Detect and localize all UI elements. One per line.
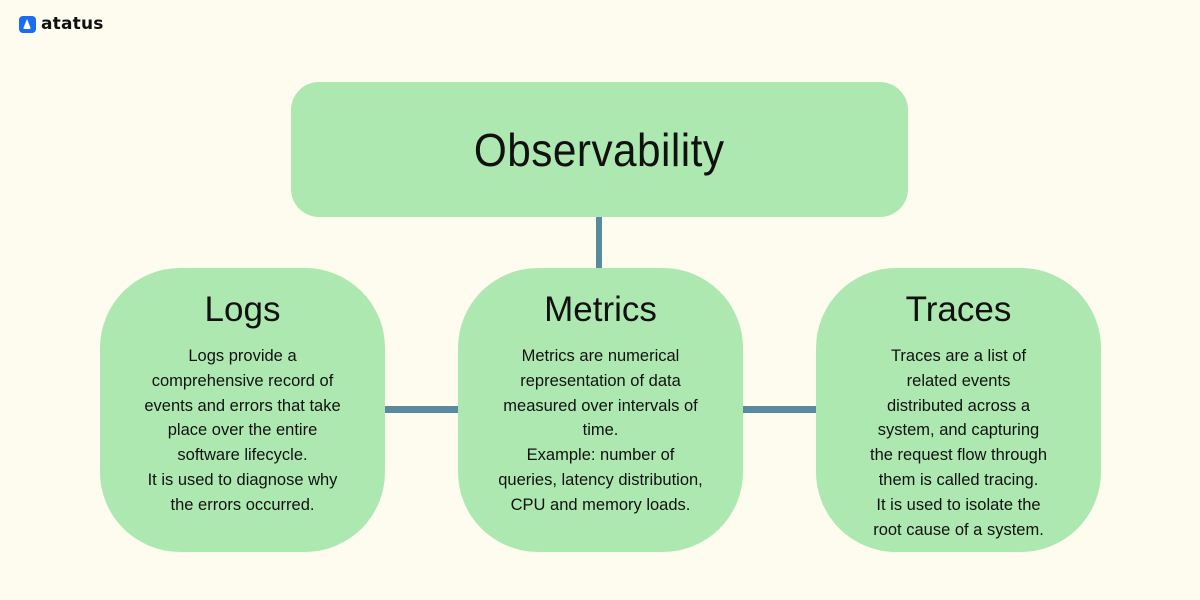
root-node-observability: Observability — [291, 82, 908, 217]
connector-root-to-metrics — [596, 217, 602, 268]
node-metrics: Metrics Metrics are numerical representa… — [458, 268, 743, 552]
connector-metrics-to-traces — [742, 406, 818, 413]
root-node-title: Observability — [474, 123, 725, 176]
node-description: Metrics are numerical representation of … — [498, 347, 703, 514]
brand-logo: atatus — [19, 14, 104, 34]
node-description: Logs provide a comprehensive record of e… — [144, 347, 341, 514]
connector-logs-to-metrics — [384, 406, 460, 413]
node-title: Metrics — [544, 290, 657, 329]
node-logs: Logs Logs provide a comprehensive record… — [100, 268, 385, 552]
node-title: Traces — [905, 290, 1012, 329]
node-traces: Traces Traces are a list of related even… — [816, 268, 1101, 552]
node-title: Logs — [204, 290, 281, 329]
atatus-logo-icon — [19, 15, 36, 33]
brand-name: atatus — [41, 14, 104, 34]
node-description: Traces are a list of related events dist… — [869, 347, 1048, 539]
